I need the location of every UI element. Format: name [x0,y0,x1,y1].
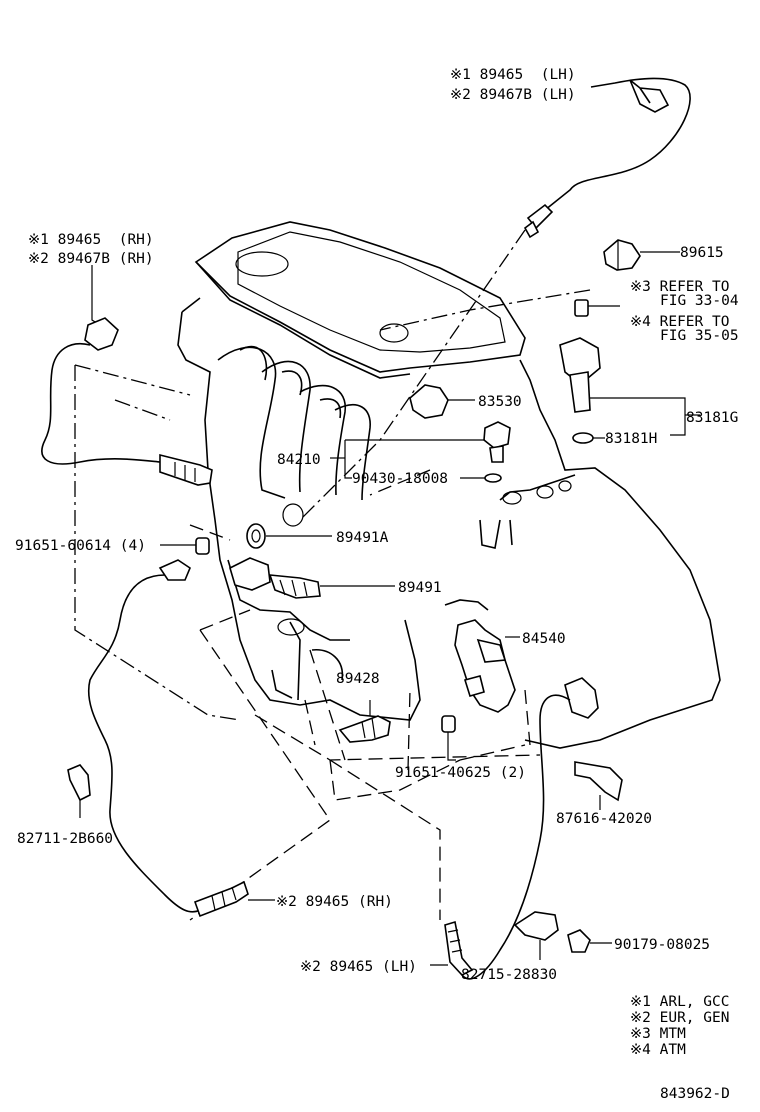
oil-pressure-switch [409,384,475,419]
o-ring [572,432,605,444]
label-83181g: 83181G [686,410,738,426]
valve-89491 [229,557,395,599]
label-83181h: 83181H [605,431,657,447]
refer-bolt [574,299,620,317]
label-89465-rh-lower: ※2 89465 (RH) [276,894,393,910]
oxygen-sensor-lh-lower [430,677,599,980]
label-82715-28830: 82715-28830 [461,967,557,983]
oxygen-sensor-rh-upper [41,265,213,486]
oxygen-sensor-lh-upper [523,77,691,239]
nut-90179 [567,929,612,953]
label-89465-lh-lower: ※2 89465 (LH) [300,959,417,975]
label-89428: 89428 [336,671,380,687]
figure-id: 843962-D [660,1086,730,1102]
engine-block [177,221,721,749]
label-89491a: 89491A [336,530,389,546]
label-83530: 83530 [478,394,522,410]
label-89467b-rh: ※2 89467B (RH) [28,251,154,267]
knock-sensor [603,239,680,271]
note-3: ※3 MTM [630,1026,686,1042]
neutral-start-switch [454,619,520,713]
label-91651-60614: 91651-60614 (4) [15,538,146,554]
temperature-sender [330,421,511,479]
gasket-89491a [246,523,332,549]
label-89465-rh: ※1 89465 (RH) [28,232,154,248]
label-fig-35-05: FIG 35-05 [660,328,739,344]
oxygen-sensor-rh-lower [87,559,275,918]
clamp-82711 [67,764,91,818]
note-4: ※4 ATM [630,1042,686,1058]
label-89467b-lh: ※2 89467B (LH) [450,87,576,103]
speed-sensor [559,337,700,436]
bolt-91651-40625 [441,715,456,761]
label-84540: 84540 [522,631,566,647]
bolt-91651-60614 [160,537,210,555]
label-87616-42020: 87616-42020 [556,811,652,827]
note-1: ※1 ARL, GCC [630,994,729,1010]
label-89465-lh: ※1 89465 (LH) [450,67,576,83]
leader-lines [74,229,591,921]
label-89491: 89491 [398,580,442,596]
label-refer-33: ※3 REFER TO [630,279,729,295]
label-84210: 84210 [277,452,321,468]
note-2: ※2 EUR, GEN [630,1010,729,1026]
label-refer-35: ※4 REFER TO [630,314,729,330]
gasket-washer [460,473,502,483]
label-90430-18008: 90430-18008 [352,471,448,487]
label-82711-2b660: 82711-2B660 [17,831,113,847]
label-89615: 89615 [680,245,724,261]
label-fig-33-04: FIG 33-04 [660,293,739,309]
clamp-87616 [574,761,623,810]
water-temp-sensor [338,700,391,743]
bracket-82715 [513,911,559,960]
label-91651-40625: 91651-40625 (2) [395,765,526,781]
label-90179-08025: 90179-08025 [614,937,710,953]
